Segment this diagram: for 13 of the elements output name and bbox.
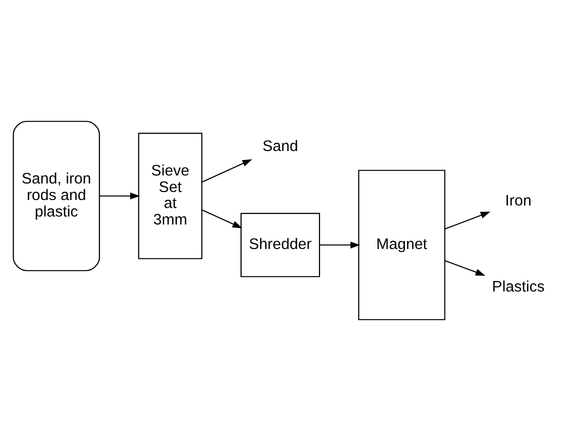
node-box: Magnet xyxy=(358,170,446,320)
arrow xyxy=(202,209,242,228)
arrow xyxy=(202,159,252,183)
node-text: Plastics xyxy=(492,278,545,296)
node-box: Sand, iron rods and plastic xyxy=(12,120,100,272)
arrow xyxy=(100,192,140,200)
arrow xyxy=(320,242,360,248)
node-text: Sand xyxy=(262,138,298,155)
arrow xyxy=(444,260,486,276)
arrow xyxy=(444,212,490,230)
node-box: Shredder xyxy=(240,212,320,278)
node-box: Sieve Set at 3mm xyxy=(138,132,202,260)
node-text: Iron xyxy=(505,192,532,210)
